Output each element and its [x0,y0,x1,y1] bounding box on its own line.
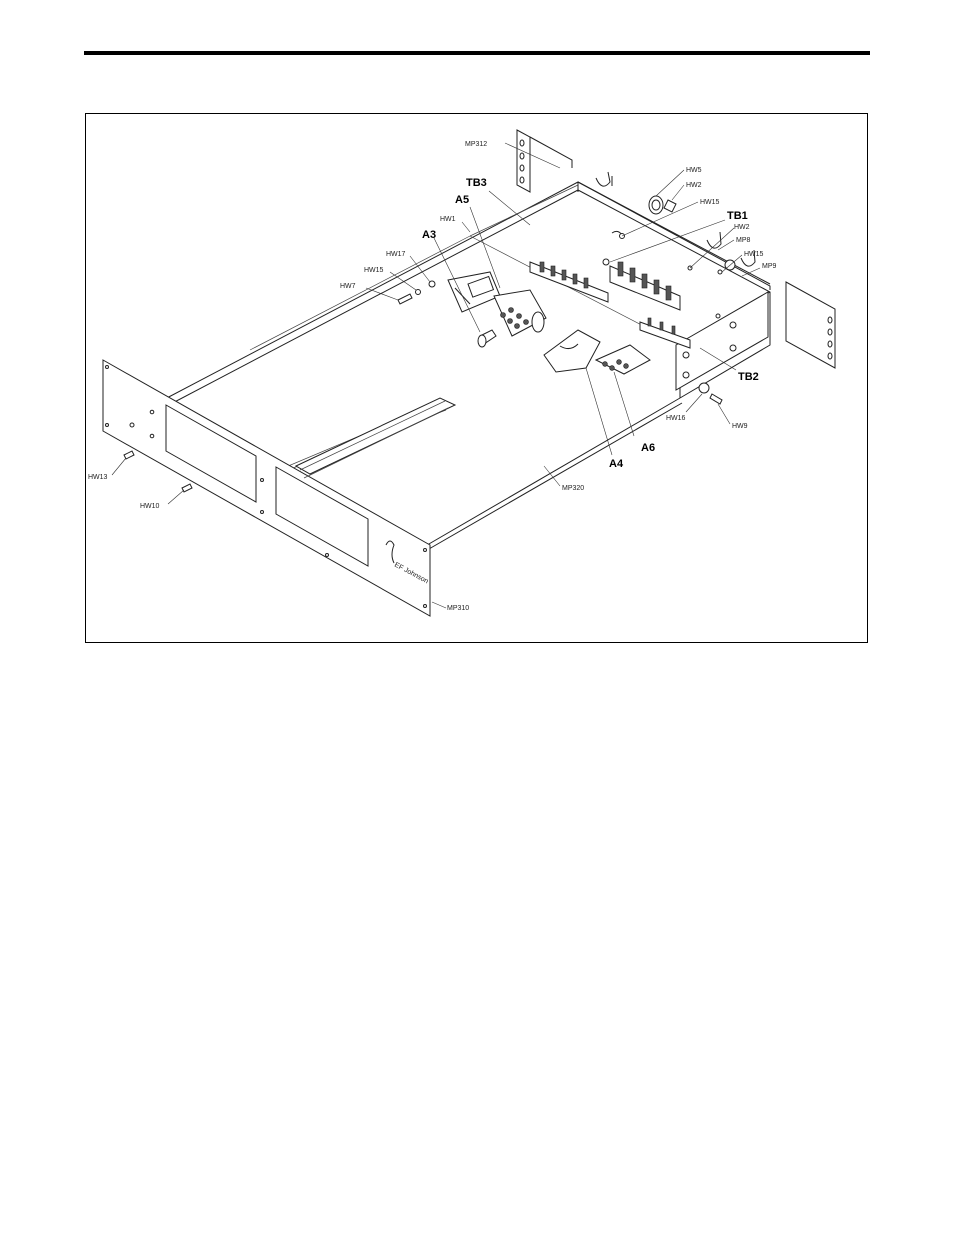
connector-a4 [544,330,600,372]
label-a6: A6 [641,442,655,454]
label-a3: A3 [422,229,436,241]
label-hw15-right: HW15 [744,251,764,258]
label-hw9: HW9 [732,423,748,430]
label-hw1: HW1 [440,216,456,223]
label-hw15-left: HW15 [364,267,384,274]
label-tb1: TB1 [727,210,748,222]
callout-labels: MP312 TB3 A5 HW1 A3 HW17 HW15 HW7 HW5 HW… [88,141,777,612]
label-hw7: HW7 [340,283,356,290]
connector-a6 [596,345,650,374]
label-a5: A5 [455,194,469,206]
terminal-block-tb1 [610,262,680,310]
label-hw5: HW5 [686,167,702,174]
label-mp312: MP312 [465,141,487,148]
label-tb3: TB3 [466,177,487,189]
terminal-block-tb2 [640,318,690,348]
label-hw15-mid: HW15 [700,199,720,206]
label-a4: A4 [609,458,624,470]
connector-a3 [448,272,500,312]
right-rack-ear [786,282,835,368]
label-hw2-right: HW2 [734,224,750,231]
front-panel-mp310: EF Johnson [103,360,430,616]
label-mp310: MP310 [447,605,469,612]
label-mp8: MP8 [736,237,751,244]
label-tb2: TB2 [738,371,759,383]
label-hw2-top: HW2 [686,182,702,189]
label-hw16: HW16 [666,415,686,422]
center-rail [296,398,455,478]
terminal-block-tb3 [530,262,608,302]
label-hw17: HW17 [386,251,406,258]
label-mp320: MP320 [562,485,584,492]
label-mp9: MP9 [762,263,777,270]
label-hw13: HW13 [88,474,108,481]
label-hw10: HW10 [140,503,160,510]
